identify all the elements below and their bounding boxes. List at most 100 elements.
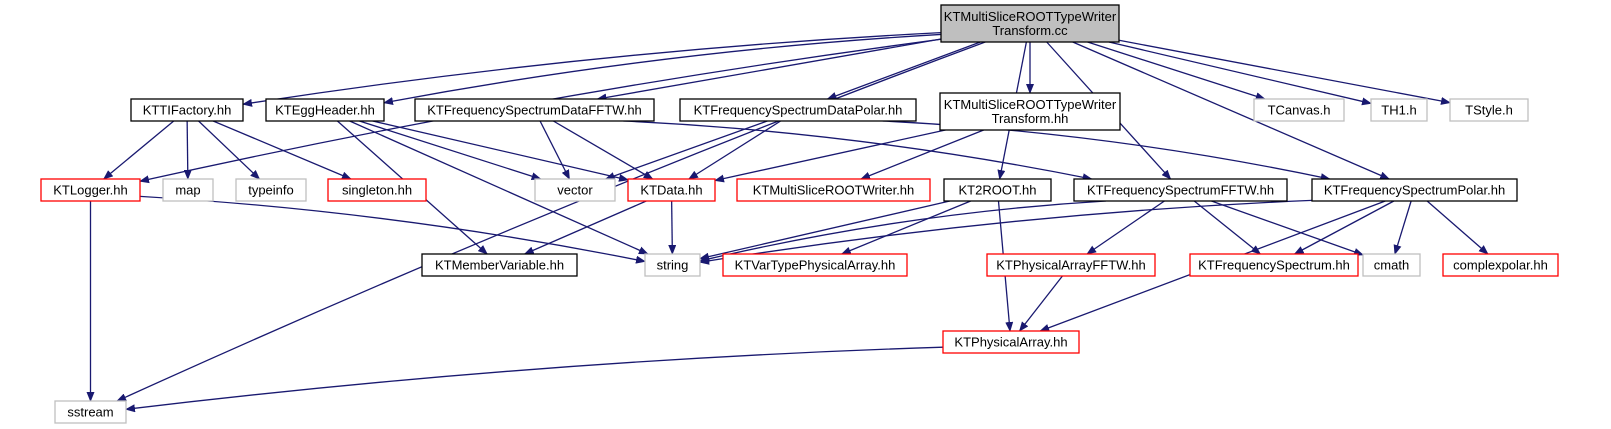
node-fsdfftw-box <box>414 98 655 122</box>
edge-root-to-sstream <box>116 41 986 402</box>
edge-fspolar-to-cmath <box>1393 200 1412 255</box>
node-fsdfftw[interactable]: KTFrequencySpectrumDataFFTW.hh <box>414 98 655 122</box>
edge-root-to-eggheader <box>383 33 942 106</box>
edge-eggheader-to-string <box>349 120 649 255</box>
node-fsfftw-box <box>1073 178 1288 202</box>
edge-fsdfftw-to-vector <box>539 120 571 180</box>
edges <box>86 31 1489 413</box>
edge-fspolar-to-freqspec <box>1293 200 1395 255</box>
node-pafftw[interactable]: KTPhysicalArrayFFTW.hh <box>986 253 1156 277</box>
node-fsdpolar-box <box>679 98 917 122</box>
node-vartype-box <box>722 253 908 277</box>
node-tcanvas-label-0: TCanvas.h <box>1268 103 1331 118</box>
node-complexpolar[interactable]: complexpolar.hh <box>1442 253 1559 277</box>
node-vartype-label-0: KTVarTypePhysicalArray.hh <box>735 258 896 273</box>
node-logger[interactable]: KTLogger.hh <box>40 178 141 202</box>
edge-root-to-th1 <box>1108 41 1372 106</box>
node-th1-box <box>1370 98 1428 122</box>
edge-ttifactory-to-singleton <box>212 120 352 180</box>
node-ttifactory-label-0: KTTIFactory.hh <box>143 103 232 118</box>
node-kt2root-label-0: KT2ROOT.hh <box>958 183 1036 198</box>
node-eggheader[interactable]: KTEggHeader.hh <box>265 98 385 122</box>
edge-fsdpolar-to-vector <box>604 120 768 180</box>
node-ttifactory[interactable]: KTTIFactory.hh <box>130 98 244 122</box>
node-vector-box <box>534 178 616 202</box>
node-physarray[interactable]: KTPhysicalArray.hh <box>942 330 1080 354</box>
edge-root-to-fsdfftw <box>596 38 942 102</box>
edge-fsdpolar-to-ktdata <box>688 120 781 180</box>
node-fsfftw-label-0: KTFrequencySpectrumFFTW.hh <box>1087 183 1274 198</box>
node-logger-box <box>40 178 141 202</box>
node-ktdata[interactable]: KTData.hh <box>627 178 716 202</box>
node-cmath-box <box>1362 253 1421 277</box>
edge-fsdfftw-to-fsfftw <box>623 120 1093 182</box>
node-typeinfo-label-0: typeinfo <box>248 183 294 198</box>
node-mswriter[interactable]: KTMultiSliceROOTWriter.hh <box>736 178 931 202</box>
node-string[interactable]: string <box>644 253 701 277</box>
edge-mstwh-to-mswriter <box>860 129 984 180</box>
node-membervar[interactable]: KTMemberVariable.hh <box>421 253 578 277</box>
edge-root-to-ttifactory <box>242 31 942 107</box>
node-fsdpolar[interactable]: KTFrequencySpectrumDataPolar.hh <box>679 98 917 122</box>
node-typeinfo-box <box>235 178 307 202</box>
node-string-label-0: string <box>657 258 689 273</box>
node-th1[interactable]: TH1.h <box>1370 98 1428 122</box>
node-mswriter-box <box>736 178 931 202</box>
node-singleton[interactable]: singleton.hh <box>327 178 427 202</box>
node-mstwh-label-1: Transform.hh <box>992 111 1069 126</box>
edge-ttifactory-to-map <box>183 120 192 180</box>
node-tstyle-label-0: TStyle.h <box>1465 103 1513 118</box>
edge-ktdata-to-membervar <box>523 200 647 255</box>
node-membervar-label-0: KTMemberVariable.hh <box>435 258 564 273</box>
node-mstwh-box <box>939 92 1121 131</box>
node-complexpolar-box <box>1442 253 1559 277</box>
node-sstream[interactable]: sstream <box>54 400 127 424</box>
node-vector[interactable]: vector <box>534 178 616 202</box>
edge-fsfftw-to-string <box>699 200 1107 263</box>
node-fspolar[interactable]: KTFrequencySpectrumPolar.hh <box>1311 178 1518 202</box>
edge-eggheader-to-vector <box>359 120 542 181</box>
edge-ttifactory-to-logger <box>102 120 175 180</box>
node-th1-label-0: TH1.h <box>1381 103 1416 118</box>
node-fspolar-box <box>1311 178 1518 202</box>
node-kt2root[interactable]: KT2ROOT.hh <box>943 178 1052 202</box>
edge-fsdfftw-to-ktdata <box>553 120 654 180</box>
edge-fsfftw-to-freqspec <box>1193 200 1262 255</box>
edge-logger-to-string <box>139 195 646 264</box>
edge-mstwh-to-ktdata <box>714 129 946 183</box>
edge-physarray-to-sstream <box>125 346 944 413</box>
edge-ttifactory-to-typeinfo <box>198 120 261 180</box>
edge-root-to-fsdpolar <box>826 41 981 100</box>
node-freqspec-label-0: KTFrequencySpectrum.hh <box>1198 258 1350 273</box>
node-freqspec[interactable]: KTFrequencySpectrum.hh <box>1189 253 1359 277</box>
node-freqspec-box <box>1189 253 1359 277</box>
edge-fspolar-to-string <box>699 199 1313 265</box>
node-tstyle[interactable]: TStyle.h <box>1449 98 1529 122</box>
edge-fsfftw-to-cmath <box>1211 200 1364 256</box>
node-singleton-label-0: singleton.hh <box>342 183 412 198</box>
node-root-label-1: Transform.cc <box>992 23 1068 38</box>
edge-kt2root-to-vartype <box>840 200 971 255</box>
edge-ktdata-to-string <box>668 200 677 255</box>
edge-kt2root-to-string <box>699 200 950 261</box>
node-tcanvas[interactable]: TCanvas.h <box>1253 98 1345 122</box>
node-fsdpolar-label-0: KTFrequencySpectrumDataPolar.hh <box>694 103 903 118</box>
node-eggheader-label-0: KTEggHeader.hh <box>275 103 375 118</box>
node-membervar-box <box>421 253 578 277</box>
node-fsfftw[interactable]: KTFrequencySpectrumFFTW.hh <box>1073 178 1288 202</box>
node-map-box <box>162 178 214 202</box>
node-cmath[interactable]: cmath <box>1362 253 1421 277</box>
node-fsdfftw-label-0: KTFrequencySpectrumDataFFTW.hh <box>427 103 642 118</box>
node-pafftw-label-0: KTPhysicalArrayFFTW.hh <box>996 258 1146 273</box>
node-vartype[interactable]: KTVarTypePhysicalArray.hh <box>722 253 908 277</box>
node-mstwh-label-0: KTMultiSliceROOTTypeWriter <box>944 97 1117 112</box>
node-map[interactable]: map <box>162 178 214 202</box>
node-typeinfo[interactable]: typeinfo <box>235 178 307 202</box>
edge-root-to-tstyle <box>1118 39 1451 105</box>
node-physarray-box <box>942 330 1080 354</box>
edge-root-to-fspolar <box>1072 41 1391 180</box>
node-root-box <box>940 4 1120 43</box>
node-physarray-label-0: KTPhysicalArray.hh <box>954 335 1067 350</box>
